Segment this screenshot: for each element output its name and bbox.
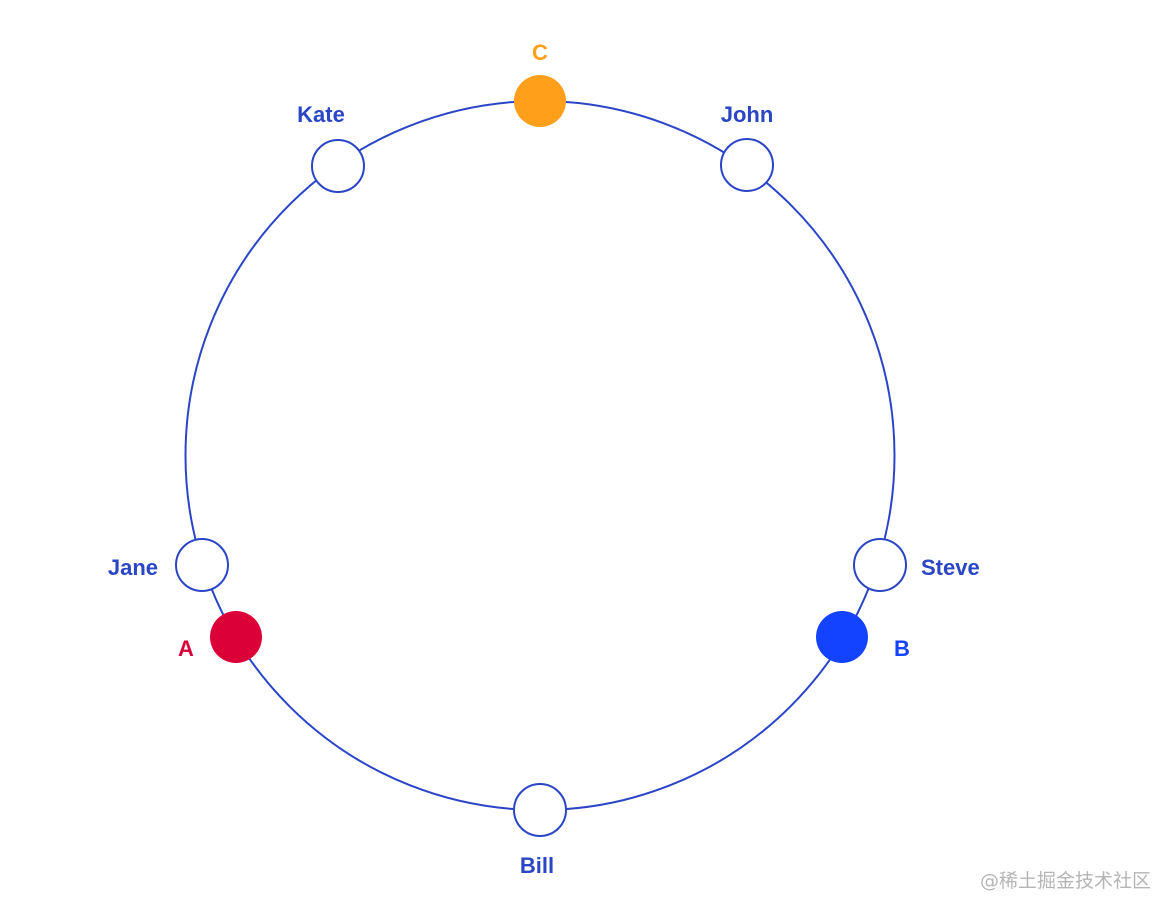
label-b: B bbox=[894, 636, 910, 661]
server-node-bill bbox=[513, 783, 567, 837]
server-node-steve bbox=[853, 538, 907, 592]
label-jane: Jane bbox=[108, 555, 158, 580]
server-node-jane bbox=[175, 538, 229, 592]
label-steve: Steve bbox=[921, 555, 980, 580]
key-node-b bbox=[816, 611, 868, 663]
key-node-c bbox=[514, 75, 566, 127]
label-c: C bbox=[532, 40, 548, 65]
label-bill: Bill bbox=[520, 853, 554, 878]
watermark: @稀土掘金技术社区 bbox=[980, 870, 1152, 892]
hash-ring bbox=[184, 100, 896, 811]
key-node-a bbox=[210, 611, 262, 663]
label-john: John bbox=[721, 102, 774, 127]
server-node-kate bbox=[311, 139, 365, 193]
server-node-john bbox=[720, 138, 774, 192]
label-a: A bbox=[178, 636, 194, 661]
label-kate: Kate bbox=[297, 102, 345, 127]
